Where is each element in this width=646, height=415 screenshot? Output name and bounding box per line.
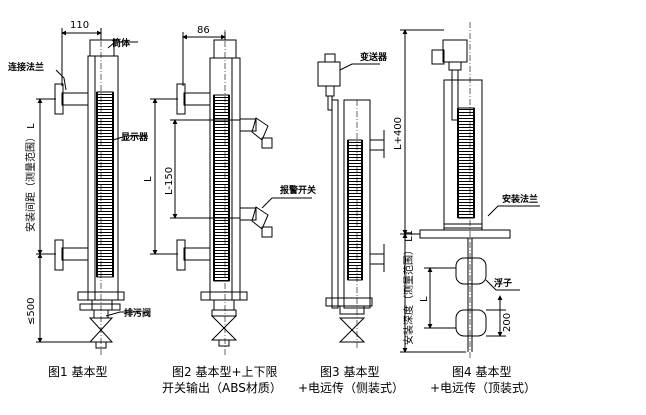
fig2-caption-line2: 开关输出（ABS材质）: [162, 381, 282, 395]
figure-4-drawing: [400, 22, 540, 358]
fig2-inner-dim: L-150: [164, 167, 175, 195]
fig4-caption: 图4 基本型: [452, 365, 512, 379]
fig4-float-label: 浮子: [494, 277, 512, 289]
fig1-indicator: [96, 91, 114, 278]
fig4-main-tube: [443, 79, 483, 229]
fig4-transmitter: [442, 39, 468, 63]
fig2-caption: 图2 基本型+上下限: [172, 365, 278, 379]
fig1-caption: 图1 基本型: [48, 365, 108, 379]
fig1-indicator-label: 显示器: [121, 132, 149, 143]
fig2-indicator: [213, 94, 230, 282]
figure-2-drawing: [150, 30, 312, 355]
fig4-height-dim: L+400: [393, 117, 404, 150]
fig4-caption-line2: +电远传（顶装式）: [430, 381, 537, 395]
fig4-float-lower: [455, 309, 487, 337]
fig4-mid-dim: L: [419, 296, 430, 302]
fig3-transmitter-label: 变送器: [360, 51, 388, 63]
fig1-top-cap: [89, 39, 115, 57]
fig3-transmitter: [317, 61, 341, 87]
fig3-indicator: [347, 139, 363, 281]
fig4-float-upper: [455, 257, 487, 285]
fig4-span-dim: 安装深度（测量范围） L1: [402, 230, 415, 345]
fig2-outer-dim: L: [143, 176, 154, 182]
fig3-sensor-tube: [331, 99, 339, 309]
fig1-span-dim: 安装间距（测量范围） L: [24, 123, 37, 232]
fig1-body-label: 筒体: [112, 37, 131, 49]
fig2-switch-label: 报警开关: [280, 184, 316, 196]
fig1-width-dim: 110: [70, 20, 89, 31]
fig4-mount-flange: [419, 229, 511, 239]
fig4-float-dim: 200: [502, 313, 513, 332]
fig2-width-dim: 86: [197, 25, 210, 36]
fig3-caption-line2: +电远传（侧装式）: [298, 381, 405, 395]
fig1-drain-label: 排污阀: [124, 307, 151, 319]
fig2-upper-switch: [239, 117, 273, 149]
figure-1-drawing: [36, 28, 148, 355]
fig4-indicator: [457, 107, 475, 219]
fig4-flange-label: 安装法兰: [502, 193, 538, 205]
fig1-bottom-dim: ≤500: [26, 298, 37, 325]
fig1-upper-pipe: [61, 92, 89, 106]
fig2-lower-flange: [176, 239, 186, 271]
fig2-lower-switch: [239, 206, 273, 238]
fig3-caption: 图3 基本型: [320, 365, 380, 379]
fig1-lower-flange: [54, 239, 64, 271]
fig1-flange-label: 连接法兰: [8, 61, 44, 73]
figure-3-drawing: [317, 53, 385, 350]
